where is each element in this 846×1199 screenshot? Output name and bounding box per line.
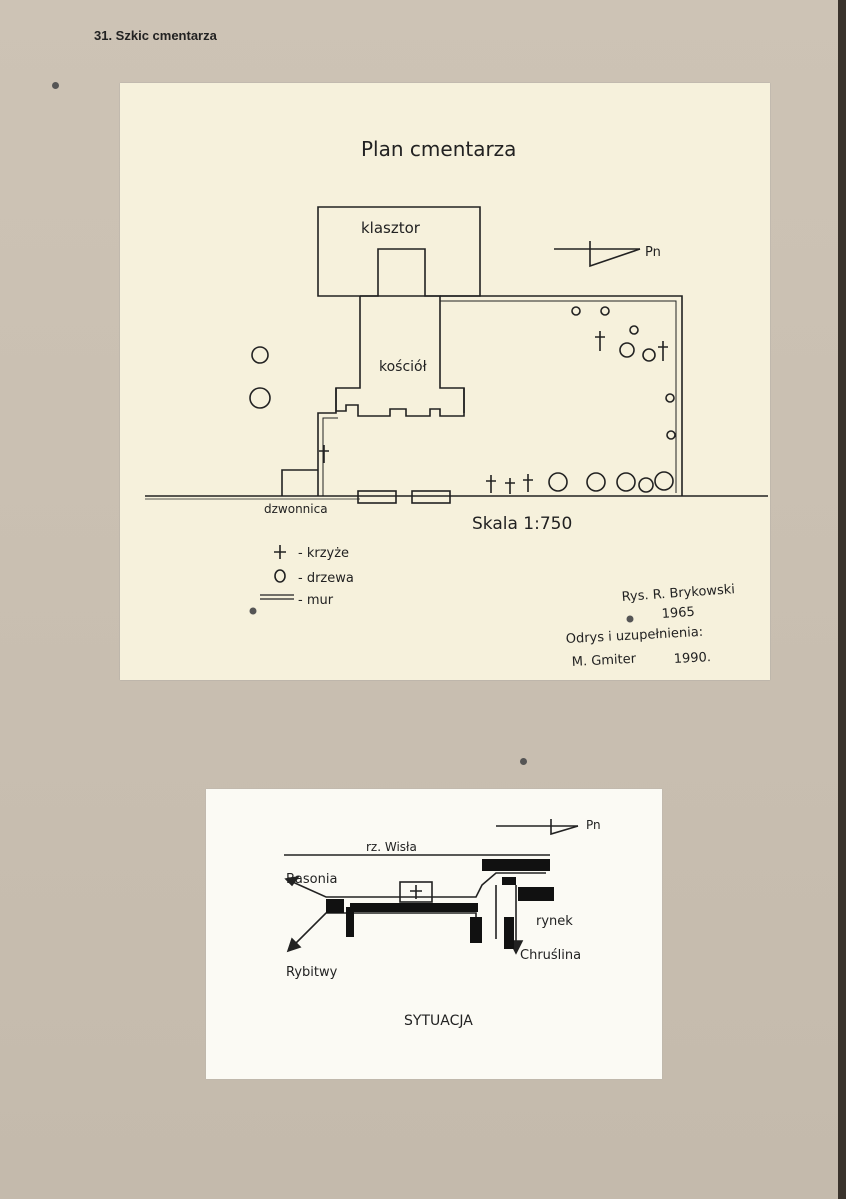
tree-symbol xyxy=(600,306,610,316)
tree-symbol xyxy=(616,472,636,492)
chrusliny-label: Chruślina xyxy=(520,948,581,963)
cross-symbol xyxy=(319,445,329,463)
building-block xyxy=(470,917,482,943)
tree-symbol xyxy=(666,430,676,440)
tree-symbol xyxy=(571,306,581,316)
tree-symbol xyxy=(619,342,635,358)
tree-symbol xyxy=(629,325,639,335)
arrow-rybitwy xyxy=(286,937,302,953)
north-arrow-head xyxy=(589,241,641,268)
credit-drawn-by: Rys. R. Brykowski xyxy=(621,582,735,605)
pin-hole xyxy=(520,758,527,765)
river-label: rz. Wisła xyxy=(366,840,417,854)
cemetery-plan-sheet: Plan cmentarza klasztor kościół dzwonnic… xyxy=(120,83,770,680)
legend-wall-label: - mur xyxy=(298,593,334,608)
bell-tower-label: dzwonnica xyxy=(264,502,328,516)
church-box xyxy=(399,881,433,903)
north-label: Pn xyxy=(586,818,601,832)
situation-title: SYTUACJA xyxy=(404,1013,473,1029)
legend-trees-label: - drzewa xyxy=(298,571,354,586)
building-block xyxy=(482,859,550,871)
cross-symbol xyxy=(595,331,605,351)
bell-tower-outline xyxy=(281,469,318,496)
north-arrow-head xyxy=(550,819,579,836)
situation-map-drawing: rz. Wisła Pn Basonia Rybitwy rynek Chruś… xyxy=(284,818,601,1029)
credit-copy-by: M. Gmiter xyxy=(571,652,637,670)
cemetery-wall-inner xyxy=(440,300,677,493)
church-east-wall xyxy=(360,295,465,413)
cross-symbol xyxy=(523,474,533,492)
building-block xyxy=(346,907,354,937)
monastery-label: klasztor xyxy=(361,219,421,237)
church-west-wall-inner xyxy=(322,417,338,496)
building-block xyxy=(518,887,554,901)
credit-copy-note: Odrys i uzupełnienia: xyxy=(565,625,703,647)
road-lower xyxy=(287,912,477,952)
tree-symbol xyxy=(654,471,674,491)
tree-symbol xyxy=(251,346,269,364)
tree-symbol xyxy=(249,387,271,409)
legend-cross-symbol xyxy=(274,545,286,559)
gate-right xyxy=(411,490,451,504)
scale-label: Skala 1:750 xyxy=(472,514,572,534)
legend-crosses-label: - krzyże xyxy=(298,546,349,561)
cemetery-wall-outer xyxy=(440,295,683,496)
pin-hole xyxy=(52,82,59,89)
rynek-label: rynek xyxy=(536,914,573,929)
cross-symbol xyxy=(658,341,668,361)
cemetery-plan-drawing: Plan cmentarza klasztor kościół dzwonnic… xyxy=(145,137,768,670)
tree-symbol xyxy=(548,472,568,492)
tree-symbol xyxy=(586,472,606,492)
situation-map-sheet: rz. Wisła Pn Basonia Rybitwy rynek Chruś… xyxy=(206,789,662,1079)
cross-symbol xyxy=(505,478,515,494)
page-heading: 31. Szkic cmentarza xyxy=(94,28,217,43)
credit-copy-year: 1990. xyxy=(673,650,711,667)
tree-symbol xyxy=(638,477,654,493)
legend-tree-symbol xyxy=(274,569,286,583)
church-west-wall xyxy=(317,296,361,496)
building-block xyxy=(502,877,516,885)
church-label: kościół xyxy=(379,359,427,375)
credit-year: 1965 xyxy=(661,605,695,622)
building-block xyxy=(504,917,514,949)
north-label: Pn xyxy=(645,245,661,260)
basonia-label: Basonia xyxy=(286,872,337,887)
road-upper xyxy=(285,872,546,898)
gate-left xyxy=(357,490,397,504)
pin-hole xyxy=(626,615,634,623)
church-cross xyxy=(410,885,422,899)
rybitwy-label: Rybitwy xyxy=(286,965,338,980)
tree-symbol xyxy=(665,393,675,403)
board-dark-edge xyxy=(838,0,846,1199)
buildings-black xyxy=(326,859,554,949)
tree-symbol xyxy=(642,348,656,362)
building-block xyxy=(350,903,478,912)
cross-symbol xyxy=(486,475,496,493)
monastery-outline xyxy=(317,206,481,297)
plan-title: Plan cmentarza xyxy=(361,137,516,161)
building-block xyxy=(326,899,344,913)
pin-hole xyxy=(249,607,257,615)
arrow-basonia xyxy=(284,875,300,887)
church-buttresses xyxy=(335,388,465,417)
